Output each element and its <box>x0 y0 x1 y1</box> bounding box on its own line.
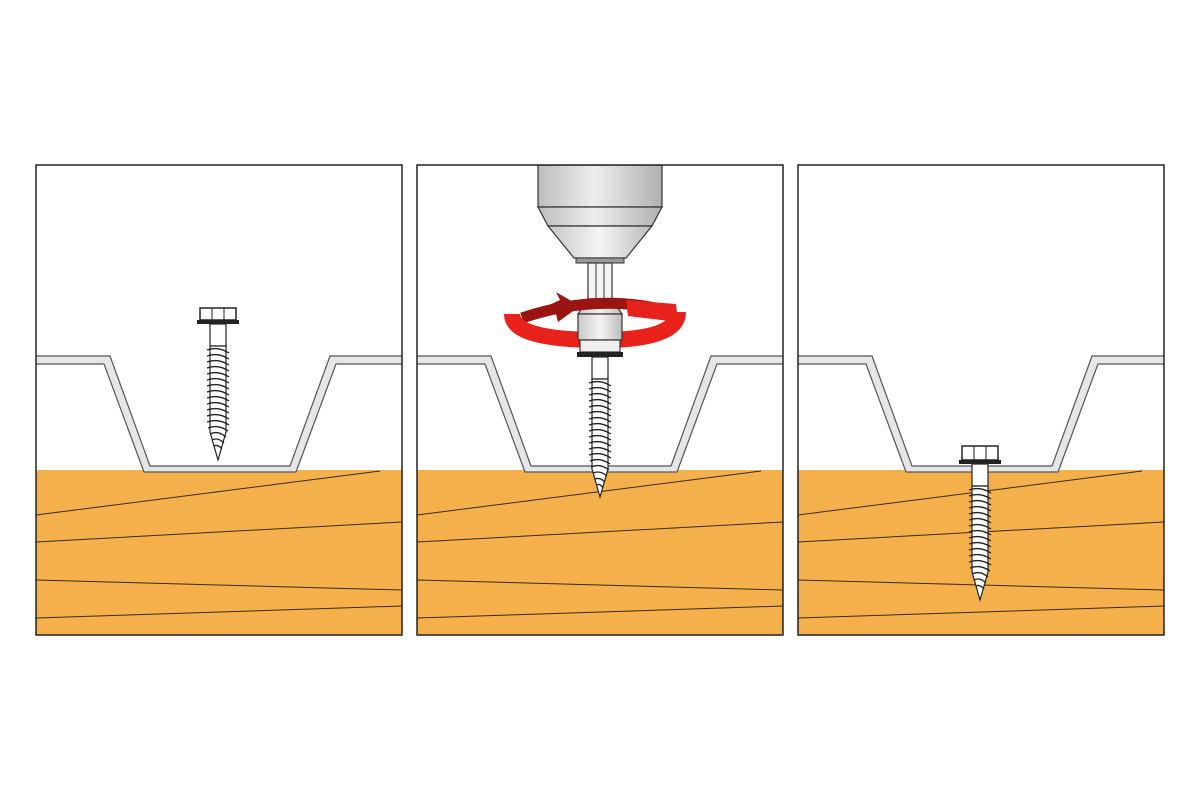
step-1-frame <box>35 164 403 636</box>
step-1-panel <box>36 165 402 635</box>
step-3-frame <box>797 164 1165 636</box>
drill-icon <box>537 165 663 315</box>
hex-head-screw-icon <box>588 356 612 500</box>
step-3-panel <box>798 165 1164 635</box>
metal-sheet <box>36 355 402 473</box>
step-2-panel <box>417 165 783 635</box>
step-2-frame <box>416 164 784 636</box>
drill-socket <box>577 313 623 357</box>
wood-base <box>36 470 402 635</box>
metal-sheet <box>798 355 1164 473</box>
hex-head-screw-icon <box>959 445 1001 603</box>
hex-head-screw-icon <box>197 307 239 463</box>
metal-sheet <box>417 355 783 473</box>
